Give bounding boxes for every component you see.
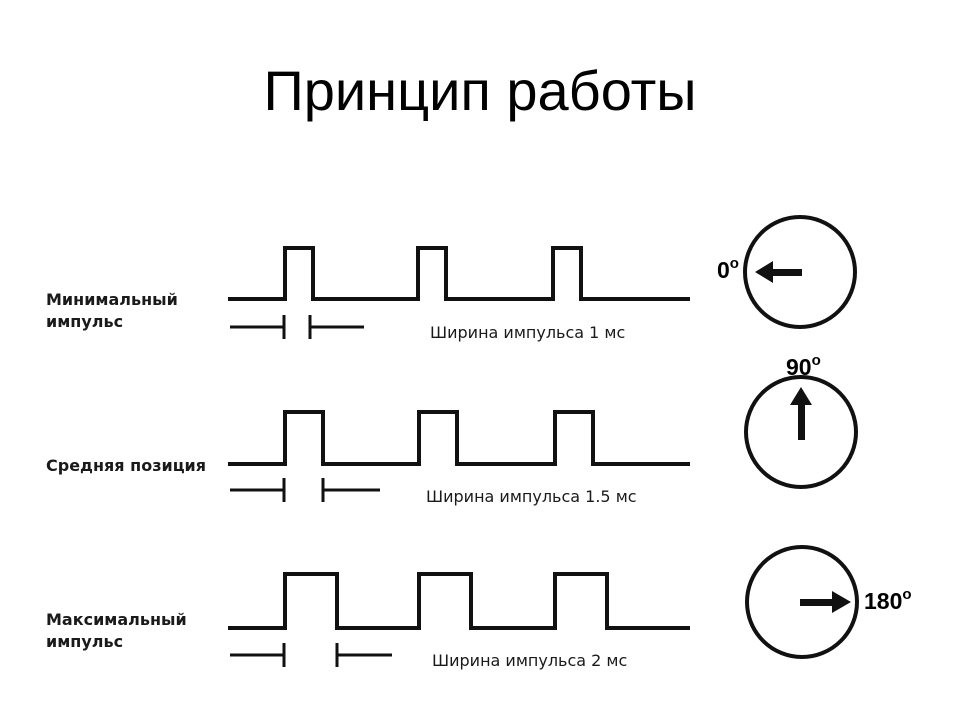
row-label-maximal: Максимальный импульс <box>46 609 187 653</box>
width-marker-middle <box>230 478 380 502</box>
row-label-middle: Средняя позиция <box>46 455 206 477</box>
pulse-width-label-maximal: Ширина импульса 2 мс <box>432 651 628 670</box>
row-label-line2: импульс <box>46 632 124 651</box>
arrow-up-icon <box>790 387 812 440</box>
row-label-line1: Средняя позиция <box>46 456 207 475</box>
degree-symbol: o <box>811 352 821 369</box>
dial-minimal <box>743 215 857 329</box>
row-label-minimal: Минимальный импульс <box>46 289 178 333</box>
width-marker-minimal <box>230 315 364 339</box>
dial-maximal <box>745 545 859 659</box>
row-label-line1: Максимальный <box>46 610 187 629</box>
arrow-left-icon <box>755 261 802 283</box>
angle-value: 180 <box>864 588 903 614</box>
pulse-waveform-minimal <box>228 246 690 301</box>
dial-middle <box>744 375 858 489</box>
angle-label-0: 0o <box>717 255 739 284</box>
angle-label-180: 180o <box>864 586 912 615</box>
row-label-line1: Минимальный <box>46 290 178 309</box>
pulse-waveform-middle <box>228 410 690 466</box>
degree-symbol: o <box>729 255 739 272</box>
degree-symbol: o <box>902 586 912 603</box>
row-label-line2: импульс <box>46 312 124 331</box>
arrow-right-icon <box>800 591 851 613</box>
pulse-waveform-maximal <box>228 572 690 630</box>
pulse-width-label-minimal: Ширина импульса 1 мс <box>430 323 626 342</box>
angle-value: 0 <box>717 257 730 283</box>
width-marker-maximal <box>230 643 392 667</box>
page-title: Принцип работы <box>263 59 697 122</box>
pulse-width-label-middle: Ширина импульса 1.5 мс <box>426 487 637 506</box>
